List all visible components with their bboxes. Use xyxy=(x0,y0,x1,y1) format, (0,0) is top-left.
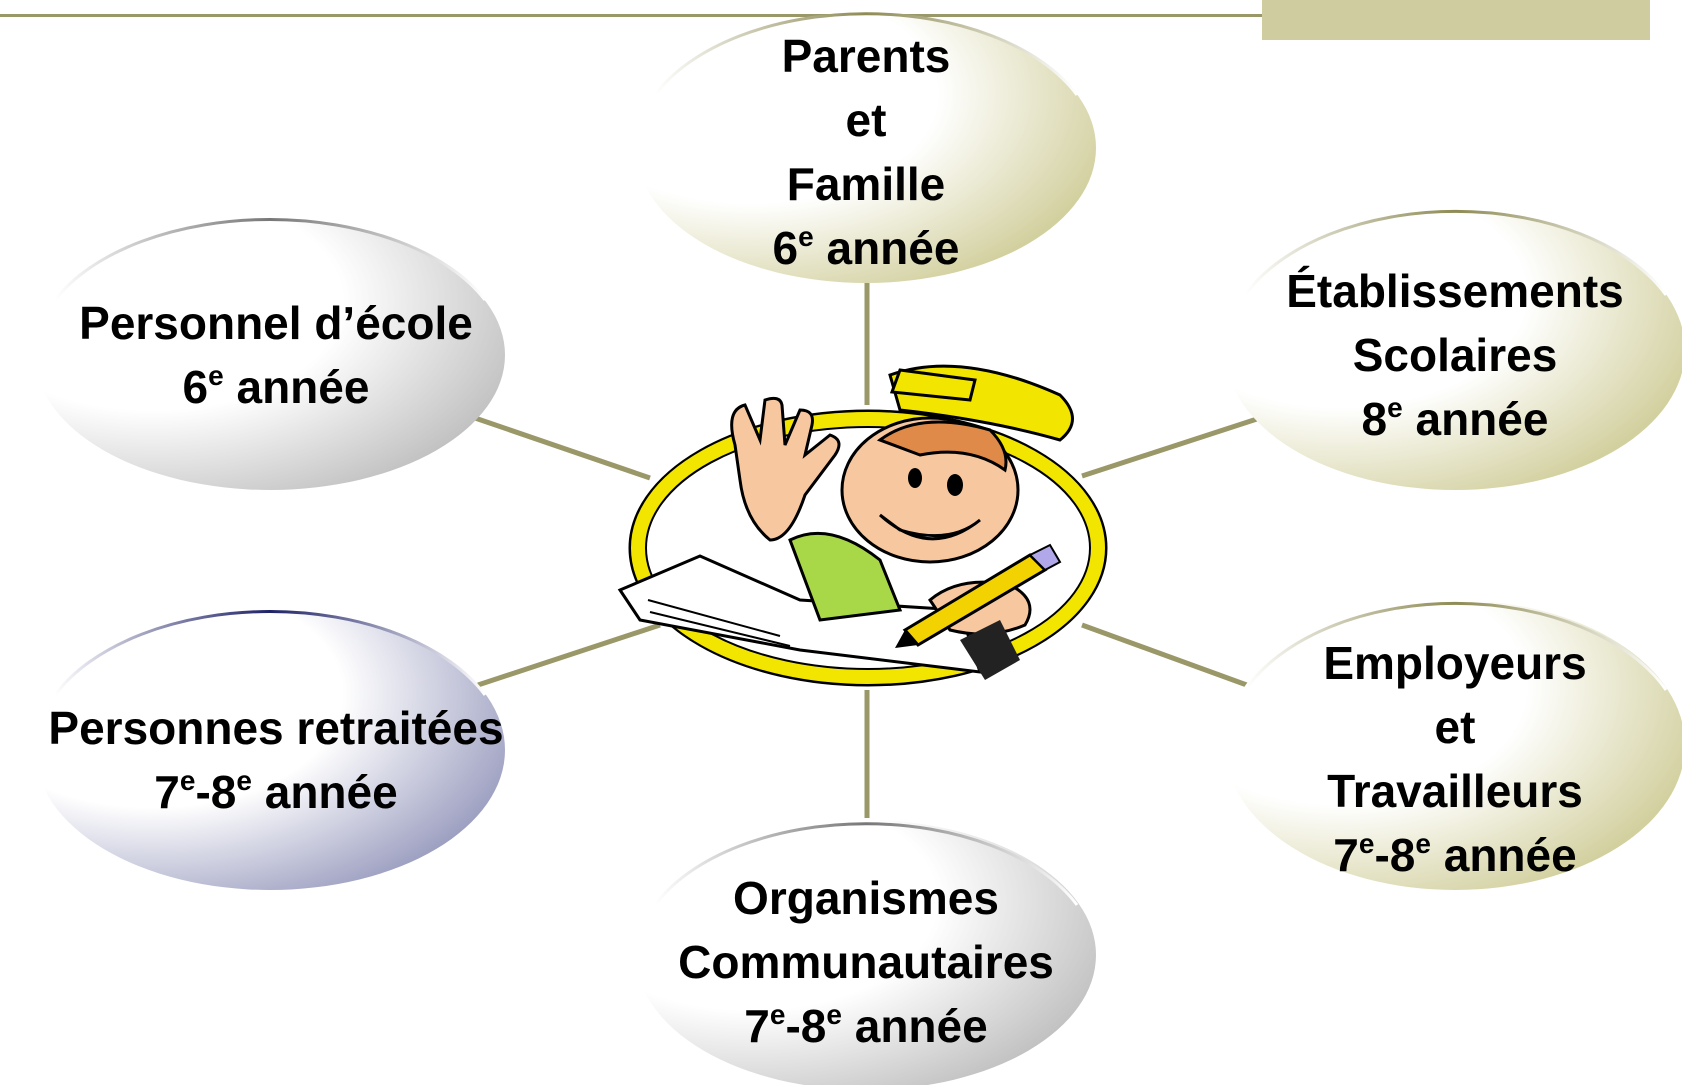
node-line: 6e année xyxy=(772,221,960,274)
node-parents: Parents et Famille 6e année xyxy=(716,24,1016,280)
node-line: Organismes xyxy=(733,872,999,924)
node-line: Famille xyxy=(786,158,946,210)
node-line: Parents xyxy=(781,30,951,82)
connectors xyxy=(474,283,1261,818)
node-line: 7e-8e année xyxy=(1333,828,1577,881)
node-line: et xyxy=(845,94,887,146)
node-line: Personnes retraitées xyxy=(48,702,504,754)
node-line: Personnel d’école xyxy=(79,297,473,349)
bubble-personnel xyxy=(35,218,505,490)
connector-etablissements xyxy=(1081,415,1261,479)
node-line: 6e année xyxy=(182,360,370,413)
connector-employeurs xyxy=(1081,622,1256,691)
bubble-retraitees xyxy=(35,610,505,890)
bubble-employeurs xyxy=(1225,600,1682,890)
node-organismes: Organismes Communautaires 7e-8e année xyxy=(636,866,1096,1058)
node-employeurs: Employeurs et Travailleurs 7e-8e année xyxy=(1255,631,1655,887)
node-line: Scolaires xyxy=(1352,329,1558,381)
node-line: 7e-8e année xyxy=(744,999,988,1052)
node-retraitees: Personnes retraitées 7e-8e année xyxy=(6,696,546,824)
node-personnel: Personnel d’école 6e année xyxy=(36,291,516,419)
node-line: et xyxy=(1434,701,1476,753)
student-writing-icon xyxy=(617,364,1108,687)
node-line: 8e année xyxy=(1361,392,1549,445)
node-line: 7e-8e année xyxy=(154,765,398,818)
node-line: Employeurs xyxy=(1323,637,1587,689)
bubble-etablissements xyxy=(1225,209,1682,490)
top-accent-block xyxy=(1262,0,1650,40)
bubble-parents xyxy=(636,12,1096,283)
node-etablissements: Établissements Scolaires 8e année xyxy=(1245,259,1665,451)
bubble-organismes xyxy=(636,820,1096,1085)
connector-retraitees xyxy=(477,622,661,688)
node-line: Établissements xyxy=(1286,265,1624,317)
connector-personnel xyxy=(474,415,651,481)
node-line: Travailleurs xyxy=(1327,765,1583,817)
node-line: Communautaires xyxy=(678,936,1054,988)
